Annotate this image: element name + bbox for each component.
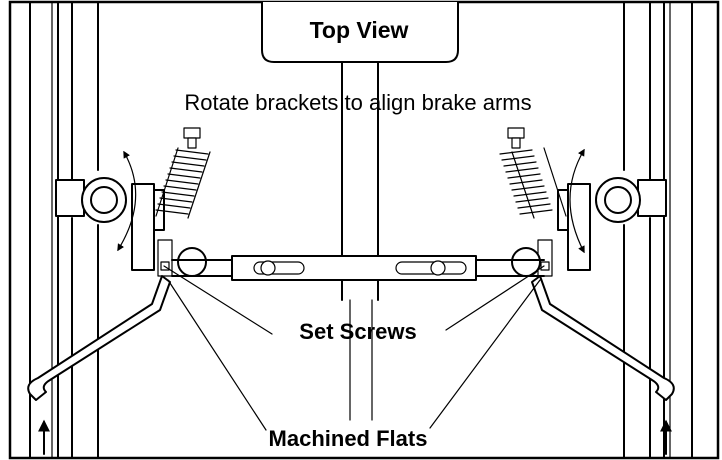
diagram-frame	[8, 0, 720, 460]
adjustment-crossbar	[171, 247, 545, 281]
set-screws-label: Set Screws	[299, 319, 416, 344]
machined-flats-label: Machined Flats	[269, 426, 428, 451]
right-spring	[499, 127, 567, 219]
left-rotate-arrow	[117, 150, 137, 252]
left-bracket-assembly	[27, 127, 211, 401]
left-spring	[155, 127, 211, 219]
diagram-title: Top View	[310, 17, 409, 43]
machined-flats-leaders	[167, 279, 541, 431]
set-screws-leaders	[163, 265, 545, 335]
right-rotate-arrow	[569, 148, 585, 254]
instruction-text: Rotate brackets to align brake arms	[184, 90, 531, 115]
center-post	[261, 2, 459, 421]
